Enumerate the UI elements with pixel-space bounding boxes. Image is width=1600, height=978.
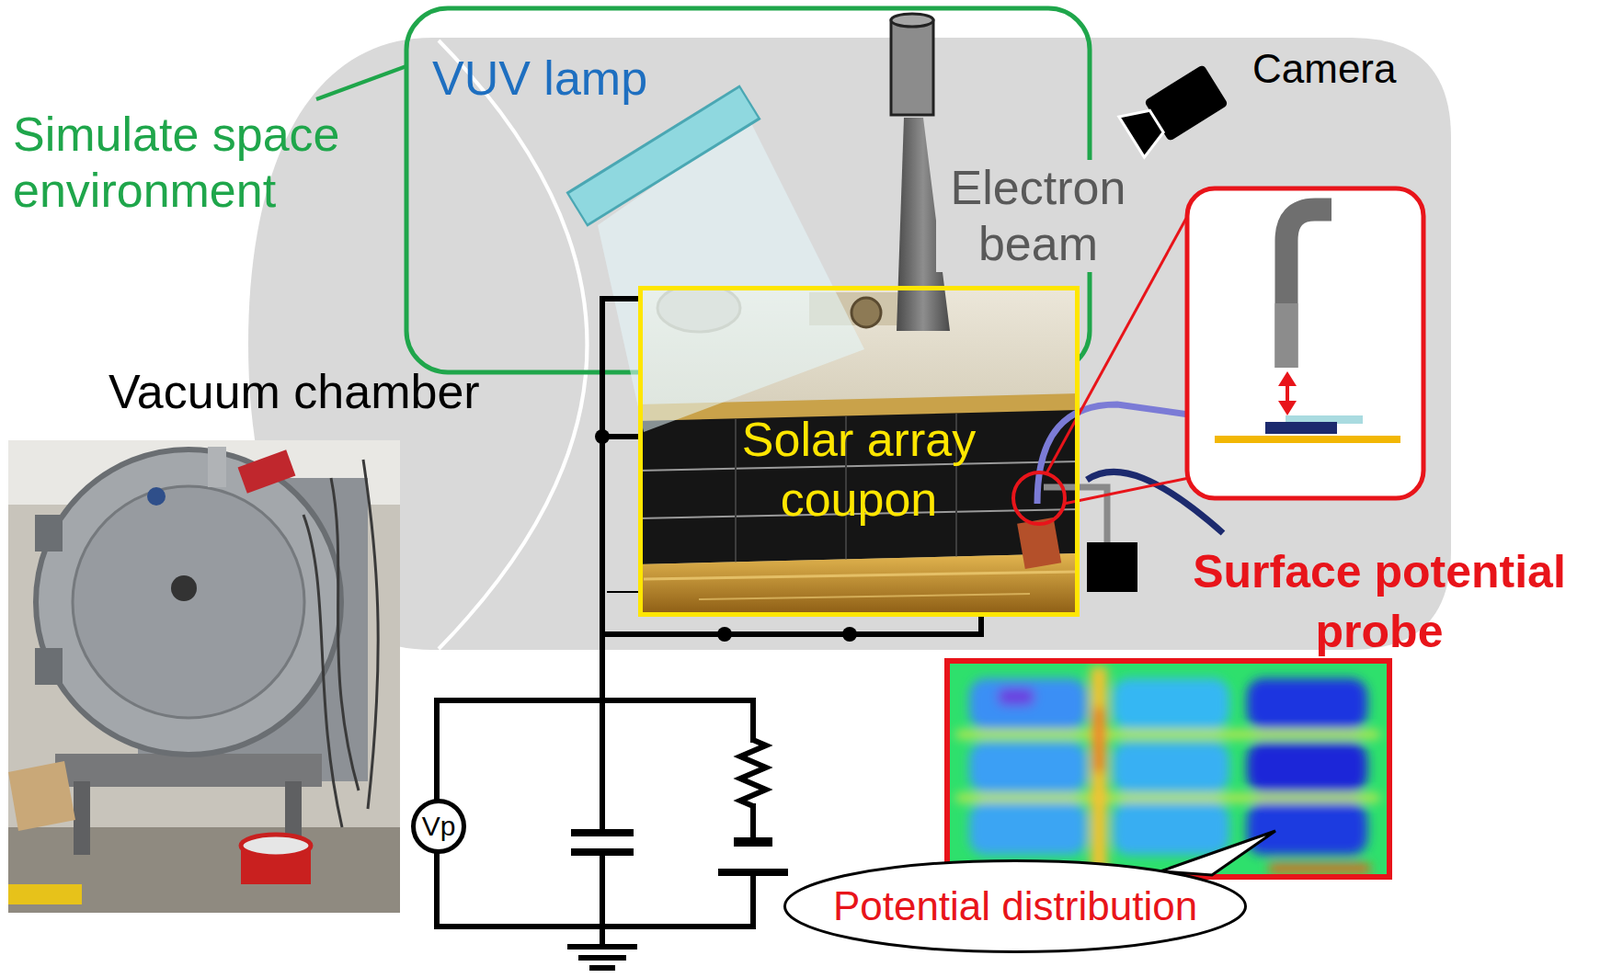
- label-anchor: Camera: [1252, 45, 1397, 93]
- door-window: [171, 575, 197, 602]
- label-anchor: Vacuum chamber: [108, 365, 480, 419]
- kapton-streak: [698, 594, 1030, 600]
- potential-map: [947, 661, 1390, 878]
- photo-ground: [8, 440, 400, 914]
- map-streak: [956, 731, 1380, 739]
- label-anchor: VUV lamp: [432, 51, 648, 107]
- map-field: [956, 666, 1380, 874]
- leader-line: [316, 66, 407, 100]
- probe-highlight: [1013, 472, 1065, 525]
- map-ground: [947, 661, 1390, 878]
- resistor-symbol: [740, 740, 766, 807]
- ground-symbol: [570, 944, 635, 950]
- photo-port: [851, 297, 881, 328]
- top-port: [207, 446, 227, 488]
- label-anchor: Surface potential probe: [1177, 542, 1582, 663]
- door-hinge: [34, 648, 63, 686]
- red-device: [238, 449, 297, 493]
- probe-tip: [1275, 303, 1299, 368]
- label-anchor: Electron beam: [936, 160, 1141, 273]
- map-cell: [1246, 802, 1368, 856]
- chamber-rim: [438, 40, 588, 650]
- door-badge: [147, 487, 166, 506]
- map-frame: [947, 661, 1390, 878]
- map-streak: [1094, 708, 1104, 773]
- capacitor-plate: [574, 829, 630, 837]
- door-plate: [72, 486, 305, 719]
- probe-stage: [1086, 542, 1138, 593]
- label-anchor: Simulate space environment: [12, 106, 400, 220]
- map-cell: [969, 678, 1087, 730]
- map-cell: [969, 742, 1087, 793]
- photo-box: Solar array coupon: [638, 285, 1080, 618]
- solar-panel: [638, 410, 1080, 565]
- chamber-photo: [8, 440, 400, 914]
- part-label: Vacuum chamber: [108, 365, 480, 419]
- node-text: Solar array coupon: [720, 410, 997, 530]
- part-label: Electron beam: [936, 160, 1141, 273]
- map-cell: [969, 802, 1087, 856]
- stand-leg: [73, 781, 91, 856]
- substrate: [1214, 435, 1401, 444]
- map-cell: [997, 687, 1035, 707]
- circle-shape: [413, 801, 465, 853]
- electron-gun-top: [891, 13, 934, 27]
- solar-cell: [1265, 422, 1338, 435]
- map-cell: [1112, 742, 1230, 793]
- circuit-wire: [602, 298, 982, 635]
- capacitor-plate: [574, 848, 630, 857]
- ground-symbol: [581, 955, 624, 961]
- map-cell: [1246, 742, 1368, 793]
- camera-lens: [1119, 101, 1170, 158]
- chamber-stand: [55, 754, 322, 788]
- cables: [303, 459, 378, 828]
- meter-circle: Vp: [411, 799, 467, 855]
- junction-dot: [594, 429, 610, 445]
- group-label: Simulate space environment: [12, 106, 400, 220]
- electron-gun: [891, 20, 934, 115]
- vuv-lamp-edge: [576, 102, 751, 210]
- vuv-lamp: [578, 102, 749, 209]
- battery-plate: [738, 837, 768, 847]
- map-cell: [1112, 802, 1230, 856]
- part-label: Surface potential probe: [1177, 542, 1582, 663]
- photo-floor: [8, 827, 400, 914]
- circuit-wire: [436, 700, 754, 927]
- door-hinge: [34, 514, 63, 552]
- zoom-line: [1063, 478, 1189, 504]
- ground-symbol: [592, 965, 613, 972]
- ellipse-shape: [785, 861, 1246, 953]
- camera-icon: [1119, 64, 1229, 158]
- cardboard-box: [8, 761, 76, 832]
- map-streak: [1268, 864, 1371, 874]
- node-text: Vp: [422, 812, 457, 841]
- gap-arrow-head: [1278, 371, 1297, 387]
- node-text: Potential distribution: [833, 883, 1198, 931]
- floor-tape: [8, 884, 82, 905]
- kapton-sheet: [638, 553, 1080, 618]
- chamber-door: [35, 449, 342, 755]
- part-label: VUV lamp: [432, 51, 648, 107]
- battery-plate: [721, 868, 785, 877]
- map-cell: [1112, 678, 1230, 730]
- panel-grid: [734, 419, 737, 563]
- junction-dot: [842, 627, 858, 642]
- callout-ellipse: Potential distribution: [783, 859, 1247, 954]
- probe-inset: [1187, 188, 1424, 499]
- probe-head: [1286, 209, 1332, 368]
- gap-arrow-head: [1278, 400, 1297, 416]
- circuit-wire: [606, 591, 639, 594]
- map-cell: [1246, 678, 1368, 730]
- cable-spool: [240, 834, 311, 858]
- map-streak: [1090, 666, 1108, 874]
- junction-dot: [717, 627, 732, 642]
- map-streak: [956, 794, 1380, 802]
- kapton-streak: [643, 571, 1076, 580]
- part-label: Camera: [1252, 45, 1397, 93]
- callout-tail: [1160, 831, 1276, 876]
